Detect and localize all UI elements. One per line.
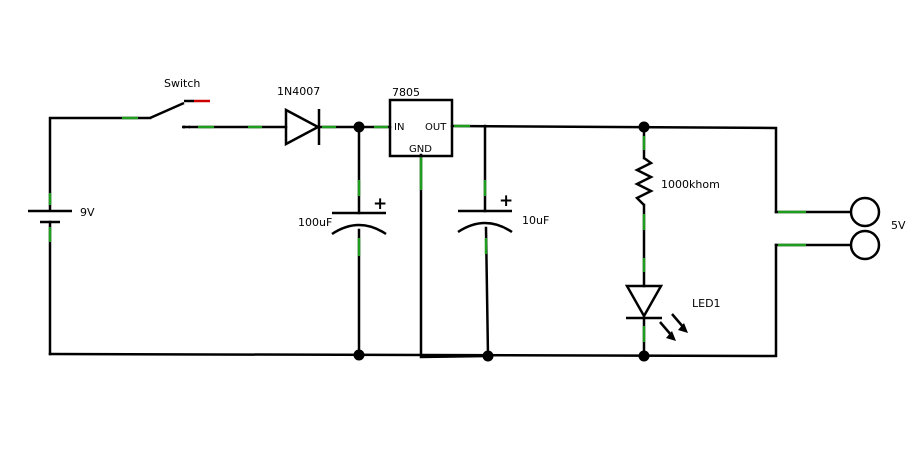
cap-input-label: 100uF	[298, 216, 332, 229]
diode-label: 1N4007	[277, 85, 320, 98]
regulator-pin-gnd: GND	[409, 144, 432, 155]
junction-c2-bottom	[482, 350, 494, 362]
led: LED1	[624, 284, 721, 341]
wire-output-return	[48, 243, 778, 358]
resistor: 1000khom	[634, 156, 720, 206]
regulator: 7805 IN OUT GND	[388, 86, 454, 158]
resistor-label: 1000khom	[661, 178, 720, 191]
terminal-minus	[849, 229, 881, 261]
junction-led-bottom	[638, 350, 650, 362]
cap-input-polarity: +	[373, 194, 387, 214]
regulator-pin-out: OUT	[425, 122, 447, 133]
terminal-plus	[849, 196, 881, 228]
battery-label: 9V	[80, 206, 95, 219]
output-terminals: 5V	[849, 196, 906, 261]
wire-regulator-output	[450, 124, 778, 214]
regulator-pin-in: IN	[394, 122, 404, 133]
led-label: LED1	[692, 297, 721, 310]
wires	[48, 116, 852, 359]
switch-label: Switch	[164, 77, 200, 90]
junction-c1-top	[353, 121, 365, 133]
junctions	[353, 121, 650, 362]
battery: 9V	[28, 206, 95, 224]
junction-c1-bottom	[353, 349, 365, 361]
output-label: 5V	[891, 219, 906, 232]
switch: Switch	[149, 77, 210, 129]
cap-output-label: 10uF	[522, 214, 549, 227]
regulator-label: 7805	[392, 86, 420, 99]
capacitor-100uf: + 100uF	[298, 194, 387, 236]
wire-regulator-gnd	[419, 153, 490, 359]
wire-battery-top	[48, 116, 152, 212]
diode: 1N4007	[277, 85, 321, 147]
cap-output-polarity: +	[499, 191, 513, 211]
junction-r-top	[638, 121, 650, 133]
capacitor-10uf: + 10uF	[457, 191, 549, 234]
pin-leads	[48, 116, 806, 342]
